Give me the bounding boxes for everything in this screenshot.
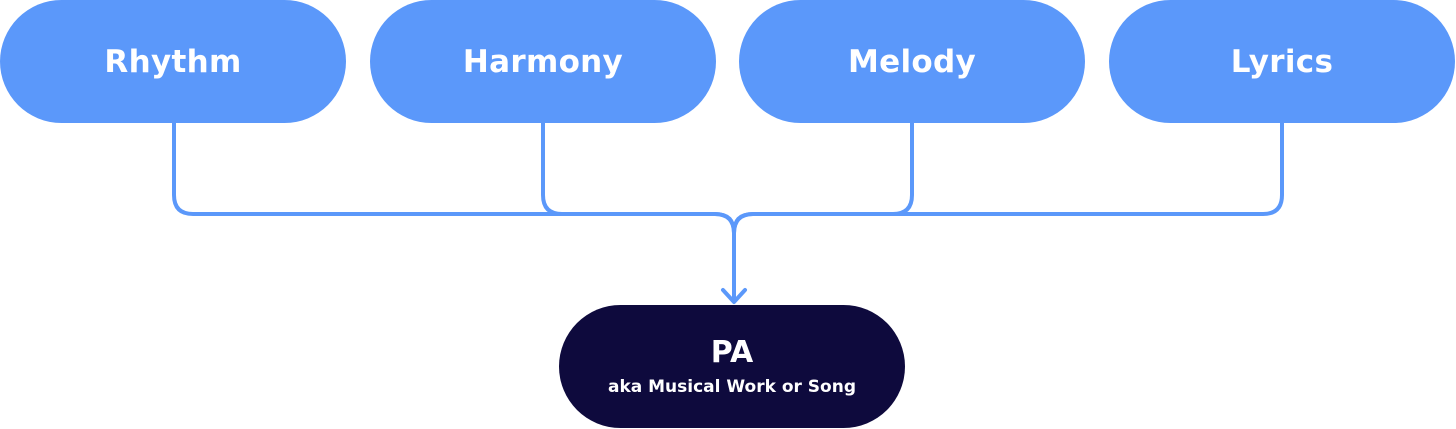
node-pa-result: PA aka Musical Work or Song: [559, 305, 905, 428]
node-label: Harmony: [462, 43, 624, 80]
node-rhythm: Rhythm: [0, 0, 346, 123]
result-subtitle: aka Musical Work or Song: [607, 376, 857, 397]
connector-lyrics: [732, 121, 1284, 235]
node-label: Lyrics: [1230, 43, 1334, 80]
connector-rhythm: [172, 121, 736, 302]
node-lyrics: Lyrics: [1109, 0, 1455, 123]
arrowhead-icon: [721, 288, 747, 304]
connector-harmony: [541, 121, 736, 235]
node-label: Rhythm: [104, 43, 242, 80]
node-melody: Melody: [739, 0, 1085, 123]
node-label: Melody: [848, 43, 976, 80]
node-harmony: Harmony: [370, 0, 716, 123]
connector-melody: [732, 121, 914, 235]
result-title: PA: [710, 334, 754, 370]
